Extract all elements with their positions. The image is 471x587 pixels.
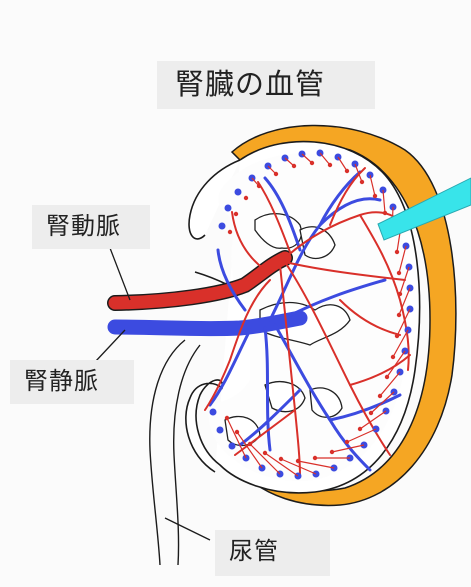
renal-artery-label: 腎動脈	[32, 205, 150, 249]
renal-vein-label: 腎静脈	[10, 360, 134, 404]
renal-vein-vessel	[115, 318, 300, 329]
diagram-title: 腎臓の血管	[157, 61, 375, 109]
ureter-label: 尿管	[215, 530, 330, 576]
